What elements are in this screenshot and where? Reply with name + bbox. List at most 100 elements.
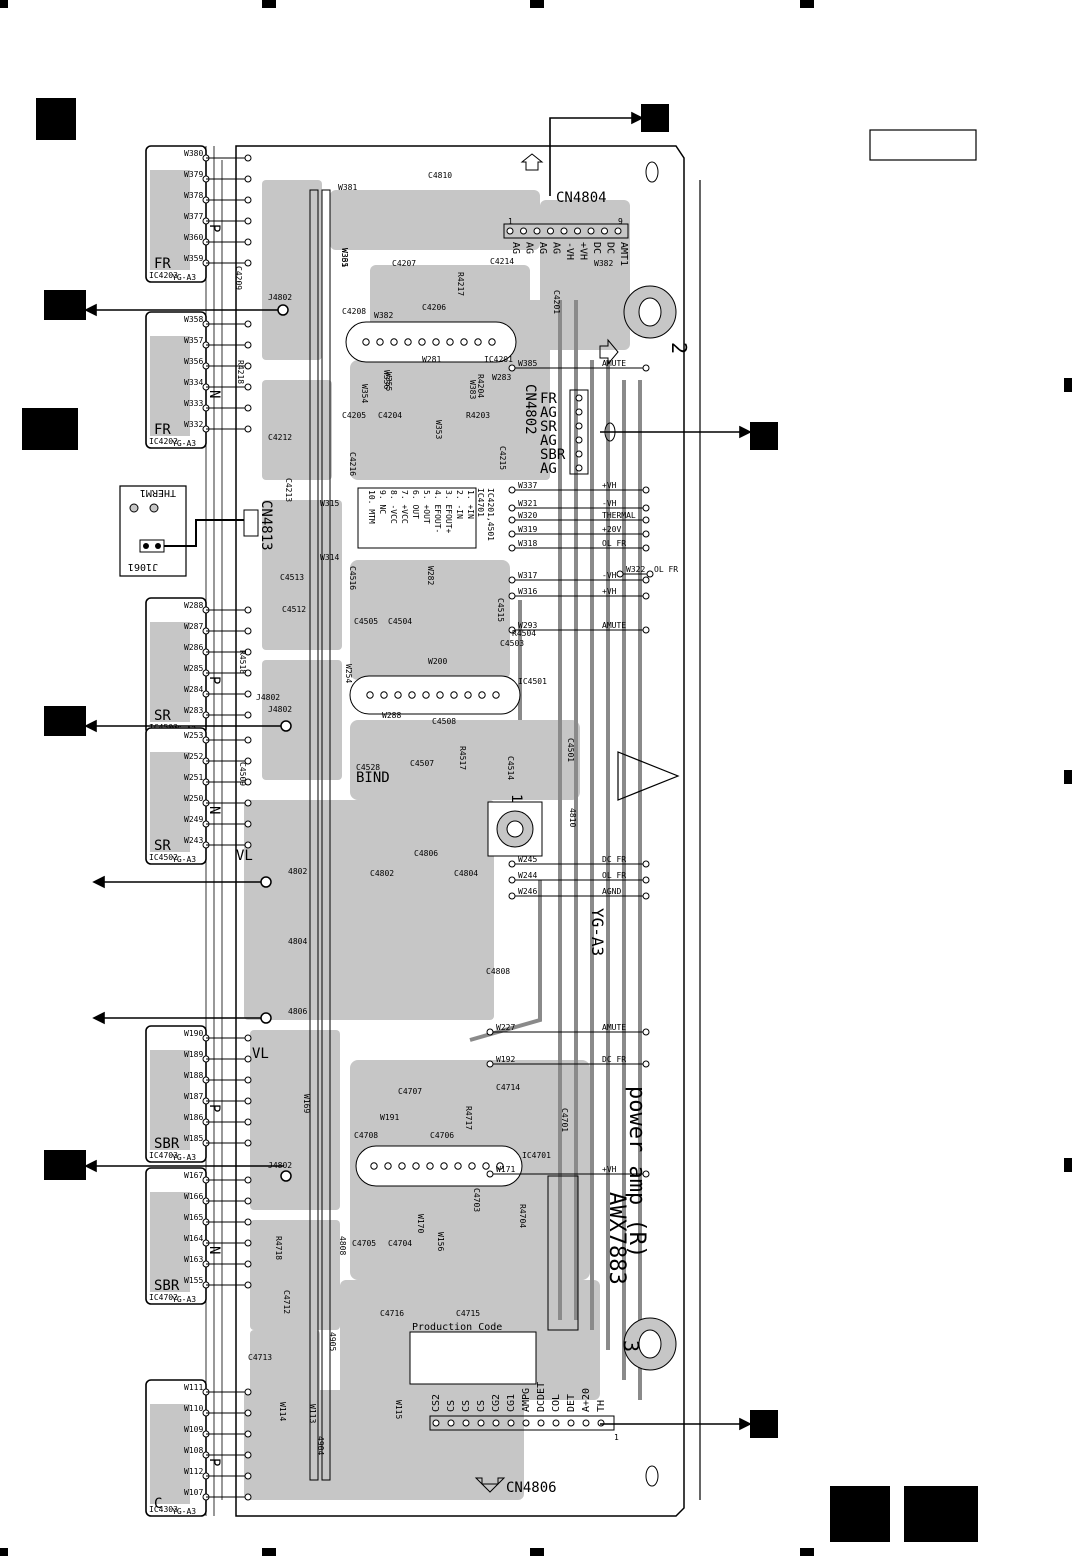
- cn4804-pin-label: DC: [591, 242, 602, 254]
- module-wire-label: W378: [184, 191, 203, 200]
- component-label: W383: [468, 380, 477, 399]
- jumper-label-2: J4802: [268, 705, 292, 714]
- component-label: C4712: [282, 1290, 291, 1314]
- module-wire-label: W166: [184, 1192, 203, 1201]
- ic-table-row: 4. EFOUT-: [433, 490, 442, 533]
- component-label: C4509: [238, 762, 247, 786]
- component-label: C4208: [342, 307, 366, 316]
- component-label: 4802: [288, 867, 307, 876]
- signal-net-label: -VH: [602, 499, 617, 508]
- svg-text:1: 1: [508, 794, 524, 802]
- cn4804-pin9: 9: [618, 217, 623, 226]
- ic-table-row: 6. OUT: [411, 490, 420, 519]
- signal-wire-label: W192: [496, 1055, 515, 1064]
- cn4806-pin1: 1: [614, 1433, 619, 1442]
- module-wire-label: W377: [184, 212, 203, 221]
- component-label: C4808: [486, 967, 510, 976]
- bus-traces: [469, 300, 642, 1400]
- component-label: C4704: [388, 1239, 412, 1248]
- corner-number-2: 2: [667, 342, 691, 354]
- signal-net-label: AMUTE: [602, 621, 626, 630]
- cn4806-pin-label: A+20: [581, 1388, 592, 1412]
- module-wire-label: W108: [184, 1446, 203, 1455]
- signal-wire-label: W293: [518, 621, 537, 630]
- signal-net-label: +VH: [602, 587, 617, 596]
- component-label: C4209: [234, 266, 243, 290]
- module-wire-label: W165: [184, 1213, 203, 1222]
- production-code-box: Production Code: [409, 1322, 537, 1385]
- bind-label: BIND: [356, 770, 390, 786]
- component-label: W355: [384, 372, 393, 391]
- signal-net-label: DC FR: [602, 855, 626, 864]
- module-wire-label: W185: [184, 1134, 203, 1143]
- signal-wire-label: W322: [626, 565, 645, 574]
- component-label: W114: [278, 1402, 287, 1421]
- heatsink-rails: [309, 189, 331, 1481]
- ic-table-title2: IC4701: [476, 488, 485, 517]
- component-label: C4804: [454, 869, 478, 878]
- module-polarity-label: N: [206, 390, 222, 398]
- ic-table-row: 3. EFOUT+: [444, 490, 453, 534]
- component-label: C4501: [566, 738, 575, 762]
- module-wire-label: W164: [184, 1234, 203, 1243]
- cn4804-wire: W382: [594, 259, 613, 268]
- component-label: 4810: [568, 808, 577, 827]
- potentiometer-4810: 1: [487, 794, 543, 857]
- module-wire-label: W253: [184, 731, 203, 740]
- component-label: C4207: [392, 259, 416, 268]
- component-label: C4503: [500, 639, 524, 648]
- cn4804-pin-label: AG: [551, 242, 562, 254]
- component-label: W170: [416, 1214, 425, 1233]
- component-label: C4706: [430, 1131, 454, 1140]
- component-label: W335: [340, 248, 349, 267]
- signal-wire-label: W245: [518, 855, 537, 864]
- component-label: C4513: [280, 573, 304, 582]
- cn4804-pin-label: AG: [537, 242, 548, 254]
- component-label: W254: [344, 664, 353, 683]
- module-wire-label: W163: [184, 1255, 203, 1264]
- module-polarity-label: N: [206, 1246, 222, 1254]
- component-label: R4204: [476, 374, 485, 398]
- ic-table-row: 9. NC: [378, 490, 387, 514]
- module-wire-label: W334: [184, 378, 203, 387]
- component-label: C4716: [380, 1309, 404, 1318]
- ic4501-label: IC4501: [518, 677, 547, 686]
- signal-net-label: OL FR: [602, 871, 626, 880]
- signal-wire-label: W337: [518, 481, 537, 490]
- production-code-label: Production Code: [412, 1322, 502, 1333]
- component-label: W113: [308, 1404, 317, 1423]
- cn4804-pin-label: -VH: [564, 242, 575, 260]
- component-label: C4512: [282, 605, 306, 614]
- cn4806-pin-label: AMPG: [521, 1388, 532, 1412]
- direction-triangle: [617, 751, 680, 801]
- component-label: R4717: [464, 1106, 473, 1130]
- module-wire-label: W188: [184, 1071, 203, 1080]
- yg-label: YG-A3: [588, 908, 607, 956]
- signal-net-label: -VH: [602, 571, 617, 580]
- component-label: 4804: [288, 937, 307, 946]
- module-polarity-label: P: [206, 1458, 222, 1466]
- signal-wire-label: W244: [518, 871, 537, 880]
- signal-net-label: DC FR: [602, 1055, 626, 1064]
- module-wire-label: W155: [184, 1276, 203, 1285]
- cn4802-pin-label: FR: [540, 391, 557, 407]
- component-label: C4802: [370, 869, 394, 878]
- component-label: W191: [380, 1113, 399, 1122]
- module-polarity-label: N: [206, 806, 222, 814]
- component-label: 4806: [288, 1007, 307, 1016]
- module-yg-label: YG-A3: [172, 273, 196, 282]
- component-label: C4212: [268, 433, 292, 442]
- component-label: C4504: [388, 617, 412, 626]
- corner-number-3: 3: [619, 1340, 643, 1352]
- module-yg-label: YG-A3: [172, 1153, 196, 1162]
- component-label: R4218: [236, 360, 245, 384]
- module-wire-label: W332: [184, 420, 203, 429]
- module-ic-label: IC4702: [149, 1293, 178, 1302]
